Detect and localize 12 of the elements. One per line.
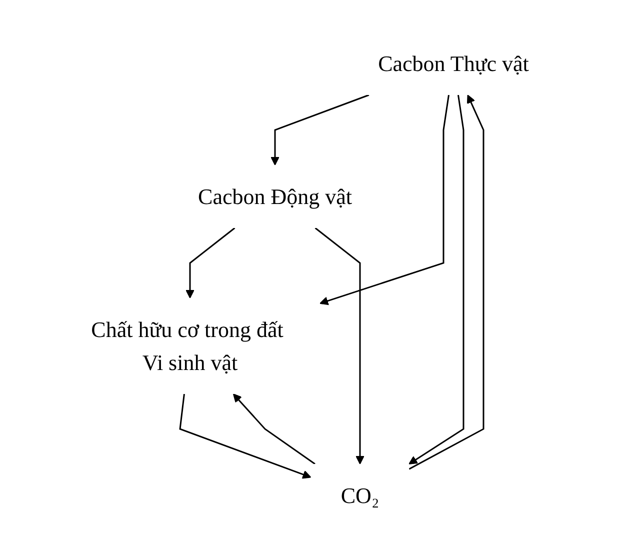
node-text: Chất hữu cơ trong đất Vi sinh vật [90,316,283,375]
arrow [178,394,311,479]
node-text: CO₂ [340,482,379,508]
arrow [408,94,464,464]
arrow [232,394,315,465]
arrow [185,227,235,298]
arrow [408,94,484,470]
arrow [319,94,450,306]
arrow [270,94,369,166]
arrow [314,227,364,464]
node-text: Cacbon Động vật [198,184,352,209]
node-text: Cacbon Thực vật [378,51,528,76]
